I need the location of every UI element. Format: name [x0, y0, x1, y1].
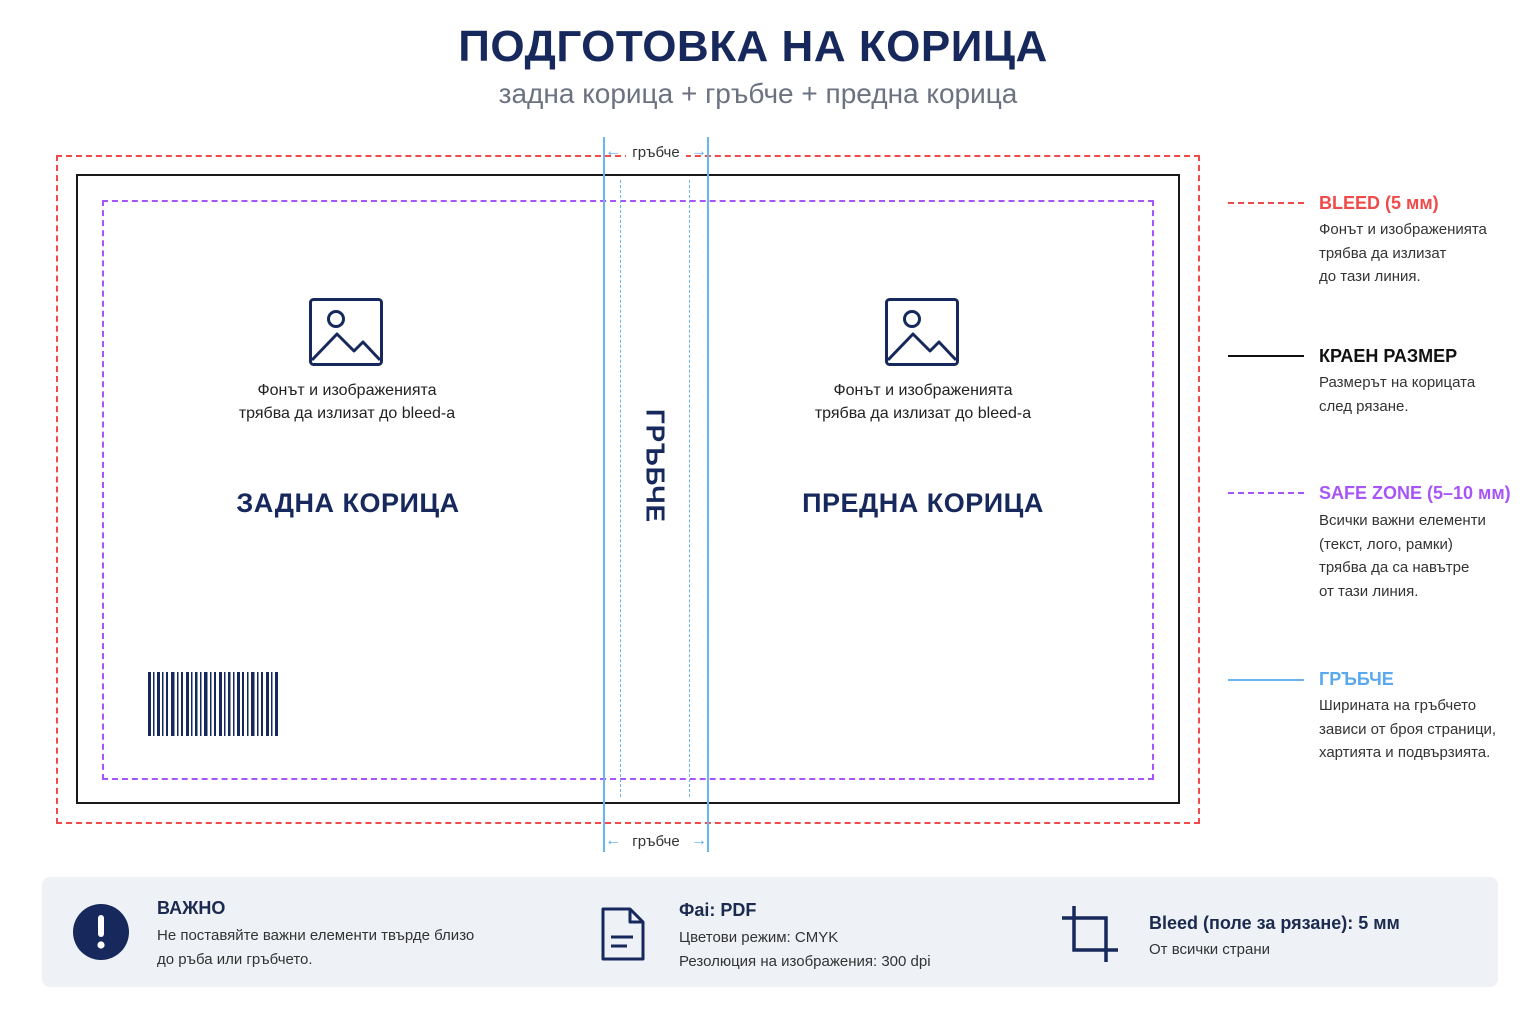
spine-left-safe-line [620, 180, 621, 797]
spine-dimension-label: гръбче [626, 143, 686, 161]
legend-desc-line: до тази линия. [1319, 268, 1421, 285]
legend-desc-line: след рязане. [1319, 397, 1409, 415]
page-title: ПОДГОТОВКА НА КОРИЦА [458, 22, 1048, 71]
legend-trim-swatch [1228, 355, 1304, 357]
front-cover-note-line: трябва да излизат до bleed-a [814, 405, 1032, 422]
legend-bleed-desc: Фонът и изображенията трябва да излизат … [1319, 218, 1529, 289]
crop-icon [1062, 906, 1118, 962]
legend-desc-line: (текст, лого, рамки) [1319, 535, 1453, 553]
front-cover-title: ПРЕДНА КОРИЦА [802, 488, 1044, 518]
important-title: ВАЖНО [157, 898, 226, 918]
info-line: Не поставяйте важни елементи твърде близ… [157, 927, 475, 944]
arrow-left-icon: ← [605, 832, 621, 849]
arrow-left-icon: ← [605, 143, 621, 160]
spine-dimension-bottom: ← гръбче → [605, 832, 707, 850]
back-cover-note-line: Фонът и изображенията [257, 382, 437, 399]
page-subtitle: задна корица + гръбче + предна корица [498, 78, 1018, 109]
info-line: Цветови режим: CMYK [679, 929, 839, 946]
legend-desc-line: трябва да излизат [1319, 244, 1447, 262]
legend-trim-title: КРАЕН РАЗМЕР [1319, 346, 1458, 366]
legend-spine-swatch [1228, 679, 1304, 681]
safe-zone-line [102, 200, 1154, 780]
info-bar [42, 877, 1498, 987]
arrow-right-icon: → [690, 832, 707, 849]
exclamation-circle-icon [73, 904, 129, 960]
legend-desc-line: трябва да са навътре [1319, 559, 1470, 576]
file-title: Фаі: PDF [679, 900, 757, 920]
file-text: Цветови режим: CMYK Резолюция на изображ… [679, 926, 931, 973]
document-icon [601, 907, 645, 961]
legend-trim-desc: Размерът на корицата след рязане. [1319, 371, 1529, 418]
legend-safe-title: SAFE ZONE (5–10 мм) [1319, 483, 1511, 503]
spine-left-line [603, 137, 605, 852]
trim-line [76, 174, 1180, 804]
legend-desc-line: Ширината на гръбчето [1319, 697, 1477, 714]
legend-desc-line: зависи от броя страници, [1319, 720, 1497, 738]
back-cover-note: Фонът и изображенията трябва да излизат … [167, 379, 527, 425]
info-line: Резолюция на изображения: 300 dpi [679, 952, 931, 970]
spine-dimension-top: ← гръбче → [605, 143, 707, 161]
back-cover-note-line: трябва да излизат до bleed-a [238, 405, 456, 422]
spine-dimension-label: гръбче [626, 832, 686, 850]
legend-spine-title: ГРЪБЧЕ [1319, 669, 1394, 689]
bleed-info-title: Bleed (поле за рязане): 5 мм [1149, 913, 1400, 933]
legend-safe-swatch [1228, 492, 1304, 494]
legend-bleed-swatch [1228, 202, 1304, 204]
arrow-right-icon: → [690, 143, 707, 160]
front-cover-note-line: Фонът и изображенията [833, 382, 1013, 399]
spine-title: ГРЪБЧЕ [640, 409, 671, 523]
barcode-icon [148, 672, 278, 736]
info-line: до ръба или гръбчето. [157, 950, 313, 968]
legend-desc-line: от тази линия. [1319, 582, 1419, 600]
legend-desc-line: хартията и подвързията. [1319, 744, 1491, 761]
spine-right-line [707, 137, 709, 852]
legend-spine-desc: Ширината на гръбчето зависи от броя стра… [1319, 694, 1529, 765]
important-text: Не поставяйте важни елементи твърде близ… [157, 924, 474, 971]
bleed-info-text: От всички страни [1149, 941, 1271, 958]
spine-right-safe-line [689, 180, 690, 797]
legend-desc-line: Всички важни елементи [1319, 512, 1486, 529]
legend-bleed-title: BLEED (5 мм) [1319, 193, 1439, 213]
front-cover-note: Фонът и изображенията трябва да излизат … [743, 379, 1103, 425]
legend-safe-desc: Всички важни елементи (текст, лого, рамк… [1319, 509, 1529, 603]
legend-desc-line: Фонът и изображенията [1319, 221, 1487, 238]
legend-desc-line: Размерът на корицата [1319, 374, 1476, 391]
back-cover-image-icon [309, 298, 383, 371]
back-cover-title: ЗАДНА КОРИЦА [236, 488, 460, 518]
front-cover-image-icon [885, 298, 959, 371]
